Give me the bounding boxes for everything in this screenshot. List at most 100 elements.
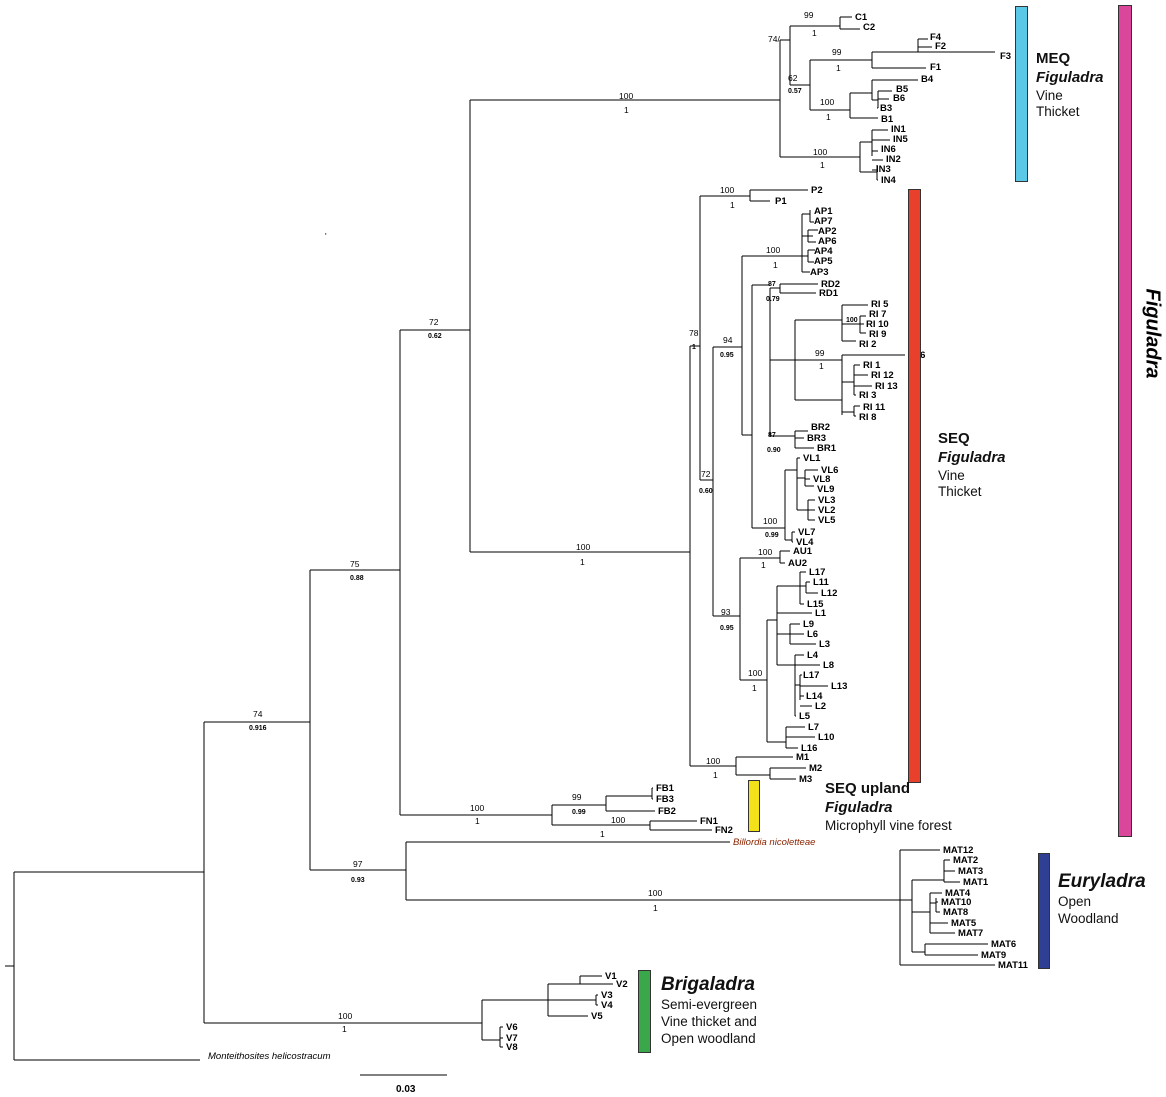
tip-label: C2: [863, 22, 875, 33]
seq-upland-group-bar: [748, 780, 760, 832]
tip-label: VL3: [818, 495, 835, 506]
bootstrap-value: 78: [689, 328, 699, 338]
posterior-value: 0.916: [249, 725, 267, 732]
tip-label: MAT2: [953, 855, 978, 866]
tip-label: L1: [815, 608, 827, 619]
tip-label: MAT1: [963, 877, 989, 888]
bootstrap-value: 99: [572, 792, 582, 802]
tip-label: L3: [819, 639, 830, 650]
bootstrap-value: 97: [353, 859, 363, 869]
tip-label: L15: [807, 599, 824, 610]
scale-bar-label: 0.03: [396, 1084, 416, 1095]
tip-label: MAT7: [958, 928, 983, 939]
group-habitat: Woodland: [1058, 910, 1119, 926]
posterior-value: 0.90: [767, 447, 781, 454]
posterior-value: 1: [580, 557, 585, 567]
tip-label: B1: [881, 114, 894, 125]
bootstrap-value: 100: [820, 97, 834, 107]
posterior-value: 1: [812, 28, 817, 38]
tip-label: AP3: [810, 267, 828, 278]
bootstrap-value: 100: [748, 668, 762, 678]
bootstrap-value: 62: [788, 73, 798, 83]
tip-label: F2: [935, 41, 946, 52]
tip-label: B3: [880, 103, 892, 114]
group-region: MEQ: [1036, 50, 1071, 67]
bootstrap-value: 72: [701, 469, 711, 479]
tip-label: F4: [930, 32, 942, 43]
tip-label: RD2: [821, 279, 840, 290]
tip-label: L7: [808, 722, 819, 733]
tip-label: M3: [799, 774, 812, 785]
group-habitat: Thicket: [1036, 104, 1080, 120]
tip-label: L2: [815, 701, 826, 712]
posterior-value: 1: [342, 1024, 347, 1034]
meq-group-bar: [1015, 6, 1028, 182]
tip-label: B5: [896, 84, 909, 95]
posterior-value: 1: [819, 361, 824, 371]
tip-label: V6: [506, 1022, 518, 1033]
tip-label: L10: [818, 732, 834, 743]
tip-label: L4: [807, 650, 819, 661]
tip-label: AP1: [814, 206, 833, 217]
tip-label: MAT11: [998, 960, 1029, 971]
tip-label: B6: [893, 93, 905, 104]
posterior-value: 0.60: [699, 488, 713, 495]
tip-label: FB1: [656, 783, 675, 794]
tip-label: RI 3: [859, 390, 876, 401]
tip-label: RI 5: [871, 299, 889, 310]
group-habitat: Thicket: [938, 484, 982, 500]
group-region: SEQ: [938, 430, 970, 447]
bootstrap-value: 74/-: [768, 34, 783, 44]
tip-label: VL2: [818, 505, 835, 516]
group-habitat: Open: [1058, 893, 1092, 909]
group-genus: Figuladra: [1036, 68, 1104, 86]
tree-branches: [5, 16, 995, 1076]
tip-label: AP6: [818, 236, 836, 247]
tip-label: V8: [506, 1042, 518, 1053]
group-habitat: Semi-evergreen: [661, 996, 758, 1012]
posterior-value: 0.99: [572, 809, 586, 816]
tip-label: AP5: [814, 256, 833, 267]
group-genus: Figuladra: [938, 448, 1006, 466]
tip-label-billordia: Billordia nicoletteae: [733, 837, 815, 848]
tip-label: VL7: [798, 527, 815, 538]
tip-label: BR3: [807, 433, 826, 444]
posterior-value: 0.99: [765, 532, 779, 539]
bootstrap-value: 75: [350, 559, 360, 569]
group-genus: Euryladra: [1058, 871, 1146, 892]
tip-label: RI 12: [871, 370, 894, 381]
tip-label: B4: [921, 74, 934, 85]
tip-label: IN4: [881, 175, 897, 186]
tip-label: VL4: [796, 537, 814, 548]
bootstrap-value: 100: [763, 516, 777, 526]
tip-label: V4: [601, 1000, 613, 1011]
posterior-value: 1: [692, 344, 696, 351]
tip-label-monteithosites: Monteithosites helicostracum: [208, 1051, 331, 1062]
posterior-value: 1: [826, 112, 831, 122]
tip-label: RI 7: [869, 309, 886, 320]
stray-mark: ': [325, 231, 327, 241]
tip-label: RI 10: [866, 319, 889, 330]
bootstrap-value: 100: [611, 815, 625, 825]
posterior-value: 1: [773, 260, 778, 270]
tip-label: F3: [1000, 51, 1011, 62]
group-habitat: Vine thicket and: [661, 1013, 757, 1029]
tip-label: FB2: [658, 806, 676, 817]
tip-label: F1: [930, 62, 942, 73]
tip-label: AP2: [818, 226, 836, 237]
tip-label: V7: [506, 1033, 518, 1044]
bootstrap-value: 99: [832, 47, 842, 57]
node-support-values: 99 1 74/- 99 1 62 0.57 100 1 100 1 100 1…: [249, 10, 858, 1034]
tip-label: VL1: [803, 453, 821, 464]
tip-label: MAT9: [981, 950, 1006, 961]
tip-label: MAT6: [991, 939, 1016, 950]
tip-label: P2: [811, 185, 823, 196]
tip-label: V5: [591, 1011, 603, 1022]
tip-label: L6: [807, 629, 818, 640]
posterior-value: 1: [653, 903, 658, 913]
tip-label: VL9: [817, 484, 834, 495]
posterior-value: 0.95: [720, 625, 734, 632]
posterior-value: 1: [713, 770, 718, 780]
bootstrap-value: 93: [721, 607, 731, 617]
